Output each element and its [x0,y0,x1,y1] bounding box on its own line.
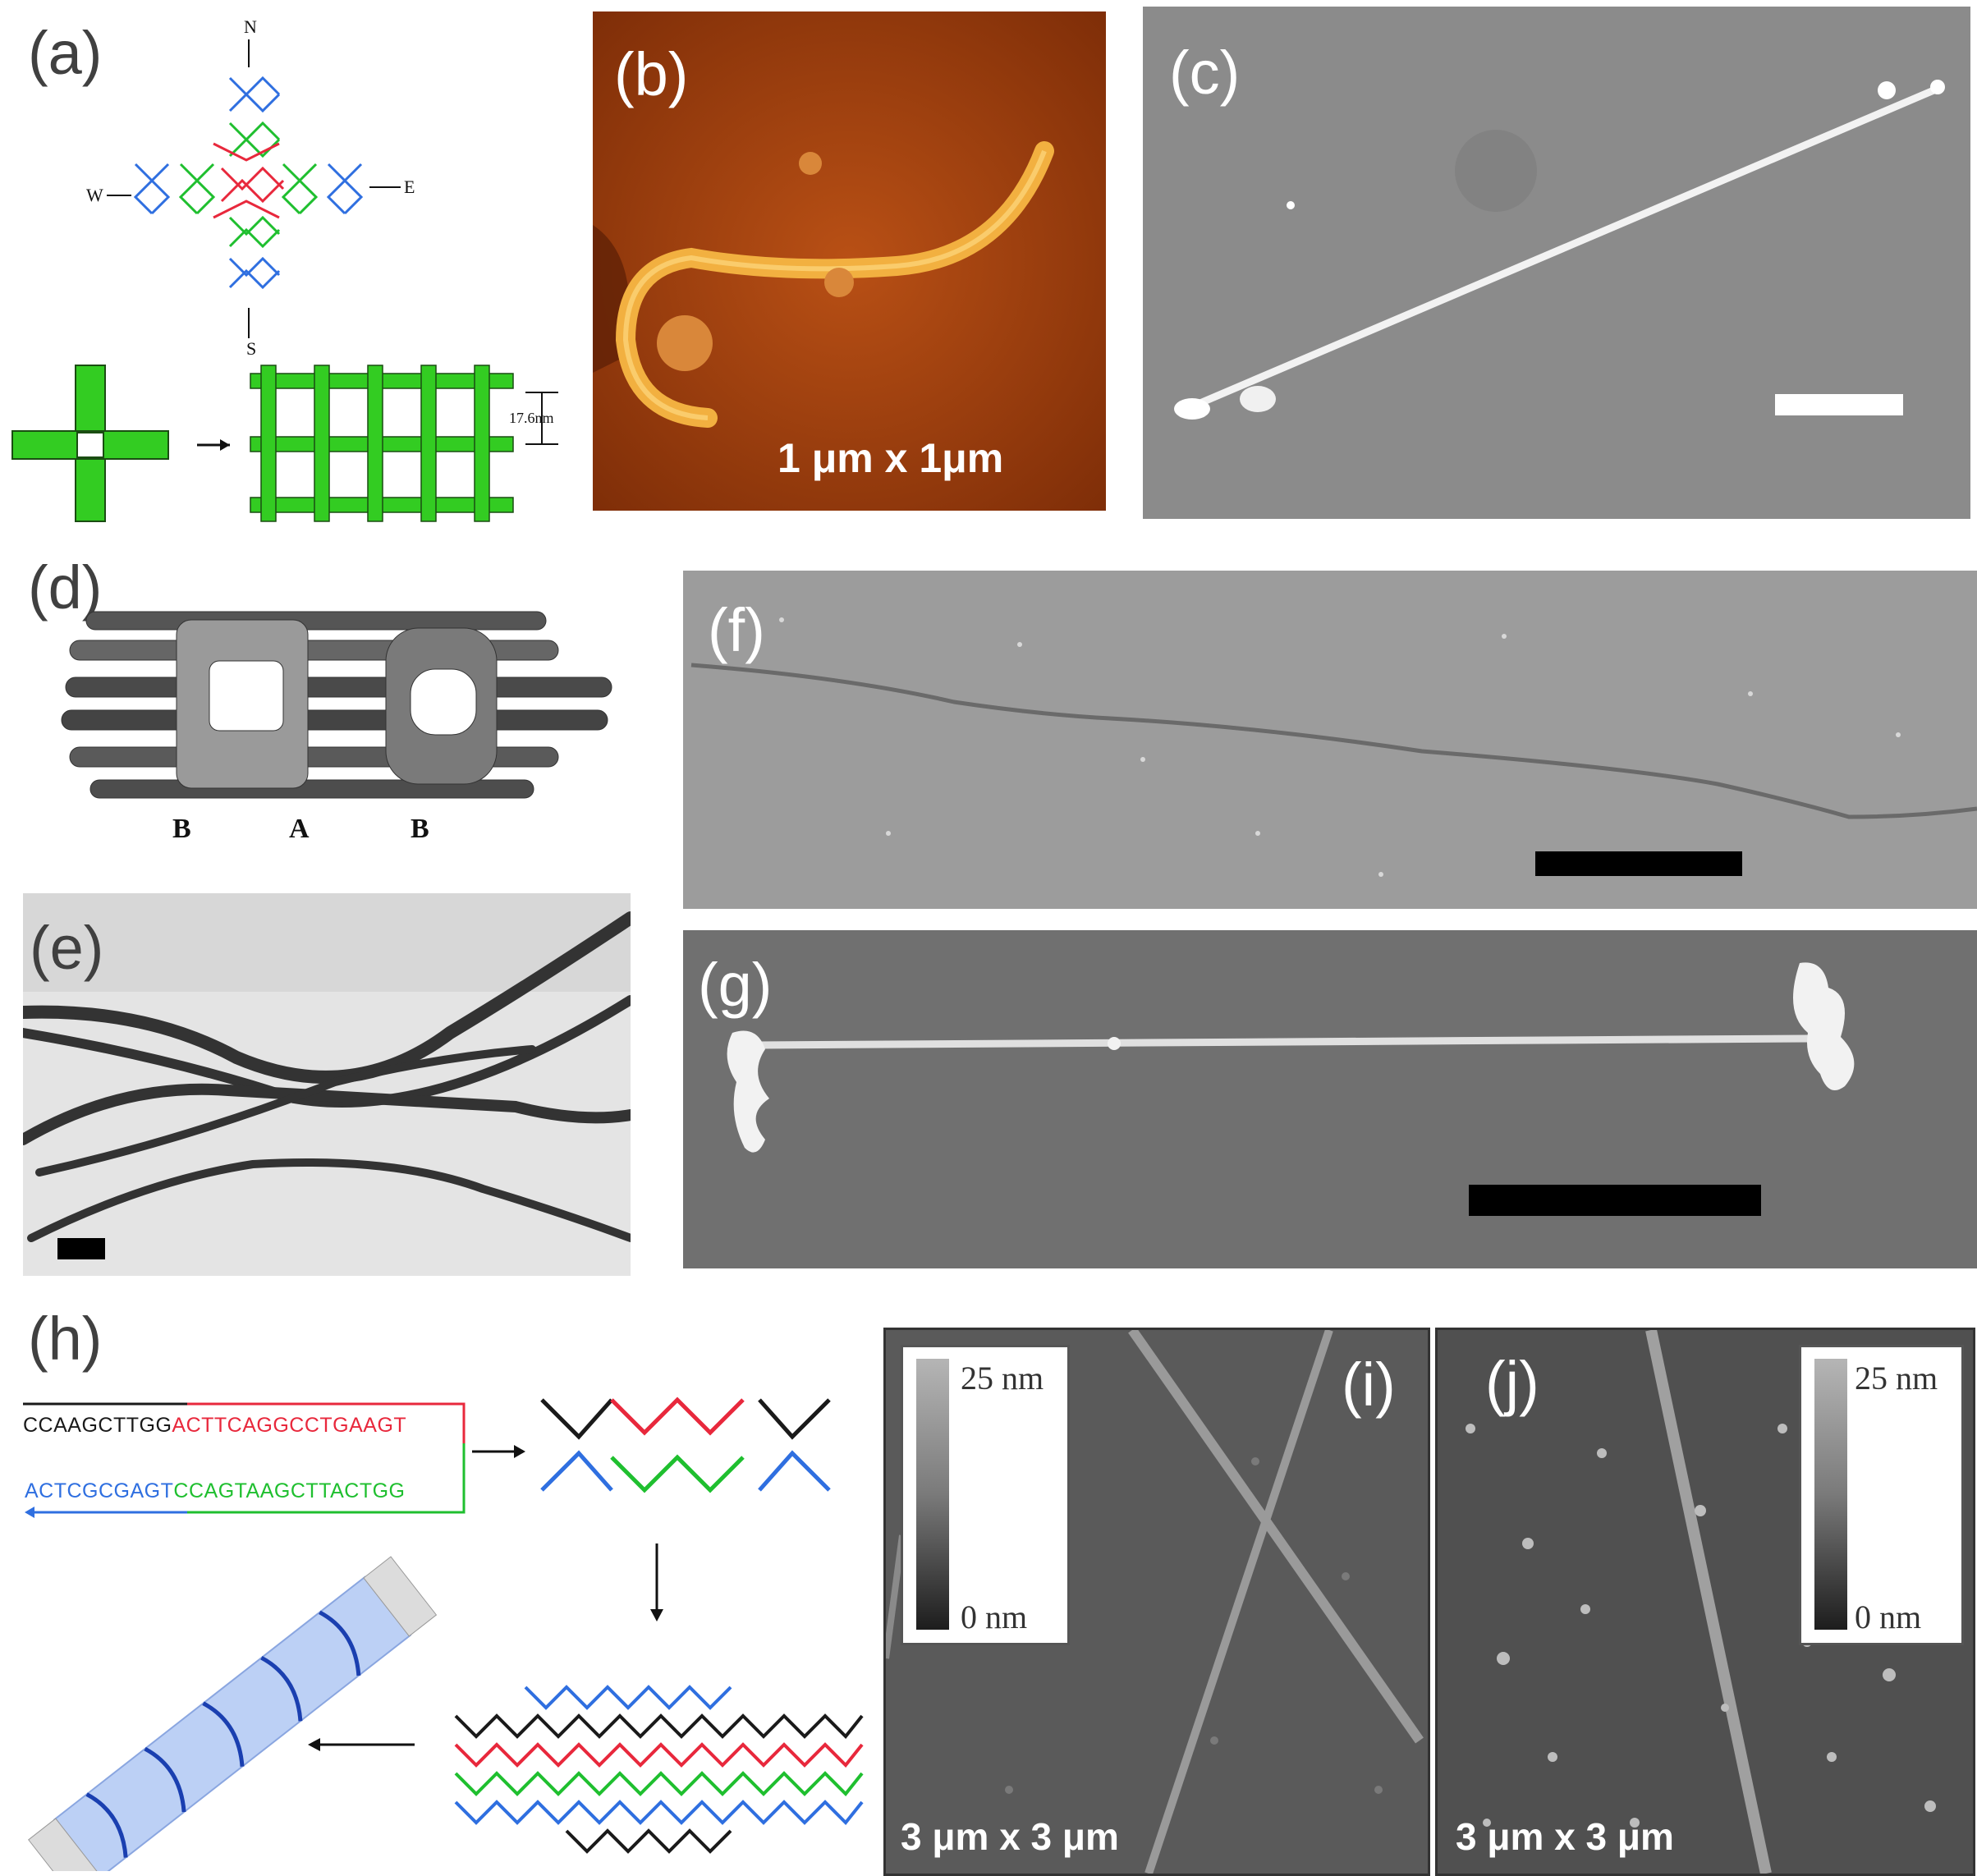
panel-f-scale-bar [1535,851,1742,876]
tem-image-e [23,893,631,1276]
sem-image-f [690,617,1977,877]
panel-i-scale-text: 3 μm x 3 μm [901,1815,1119,1858]
panel-i: 25 nm 0 nm (i) 3 μm x 3 μm [883,1328,1430,1876]
strand-2-blue: ACTCGCGAGT [25,1479,174,1502]
panel-j-colorbar-gradient [1814,1359,1847,1630]
panel-b: (b) 1 μm x 1μm [593,11,1106,511]
strand-2-green: CCAGTAAGCTTACTGG [173,1479,406,1502]
segment-b-right: B [411,814,429,844]
panel-b-scale-text: 1 μm x 1μm [777,435,1004,481]
panel-c: (c) [1143,7,1970,519]
panel-i-colorbar-min: 0 nm [961,1598,1028,1635]
compass-w: W [86,185,103,205]
strand-1-red: ACTTCAGGCCTGAAGT [172,1414,407,1437]
strand-2-sequence: ACTCGCGAGTCCAGTAAGCTTACTGG [25,1479,405,1503]
panel-j-label: (j) [1485,1349,1539,1417]
panel-e: (e) [23,893,631,1276]
compass-n: N [244,16,257,37]
strand-1-sequence: CCAAGCTTGGACTTCAGGCCTGAAGT [23,1414,406,1438]
panel-g-scale-bar [1469,1185,1761,1216]
panel-c-scale-bar [1775,394,1903,415]
panel-f-label: (f) [708,596,765,664]
panel-i-colorbar: 25 nm 0 nm [901,1345,1070,1645]
segment-b-left: B [172,814,191,844]
panel-c-label: (c) [1169,39,1241,107]
panel-e-label: (e) [30,914,104,982]
panel-b-label: (b) [614,40,689,108]
panel-f: (f) [683,571,1977,909]
panel-j-colorbar: 25 nm 0 nm [1799,1345,1964,1645]
compass-e: E [404,177,415,197]
panel-h-label: (h) [28,1305,103,1373]
strand-brackets [23,1397,864,1871]
panel-i-colorbar-max: 25 nm [961,1360,1044,1397]
panel-j-colorbar-max: 25 nm [1855,1360,1938,1397]
cross-tile-schematic: N S E W [11,16,558,522]
lattice-spacing: 17.6nm [509,410,554,426]
afm-image-b [593,11,1106,511]
compass-s: S [246,338,256,359]
strand-1-black: CCAAGCTTGG [23,1414,172,1437]
segment-a: A [289,814,310,844]
panel-j-scale-text: 3 μm x 3 μm [1456,1815,1674,1858]
afm-image-i [886,1330,1424,1874]
panel-e-scale-bar [57,1238,105,1259]
panel-d-label: (d) [28,553,103,622]
sem-image-g [727,962,1855,1153]
panel-j-colorbar-min: 0 nm [1855,1598,1922,1635]
panel-j: (j) 25 nm 0 nm 3 μm x 3 μm [1435,1328,1975,1876]
panel-g-label: (g) [698,951,773,1019]
panel-g: (g) [683,930,1977,1268]
nanotube-schematic: B A B [61,611,612,844]
panel-h: (h) [0,1297,878,1871]
panel-a-label: (a) [28,19,103,87]
sem-image-c [1174,80,1945,420]
panel-i-label: (i) [1342,1351,1396,1419]
panel-a: (a) N S E W [0,0,575,534]
panel-i-colorbar-gradient [916,1359,949,1630]
panel-d: (d) B A B [0,546,640,866]
